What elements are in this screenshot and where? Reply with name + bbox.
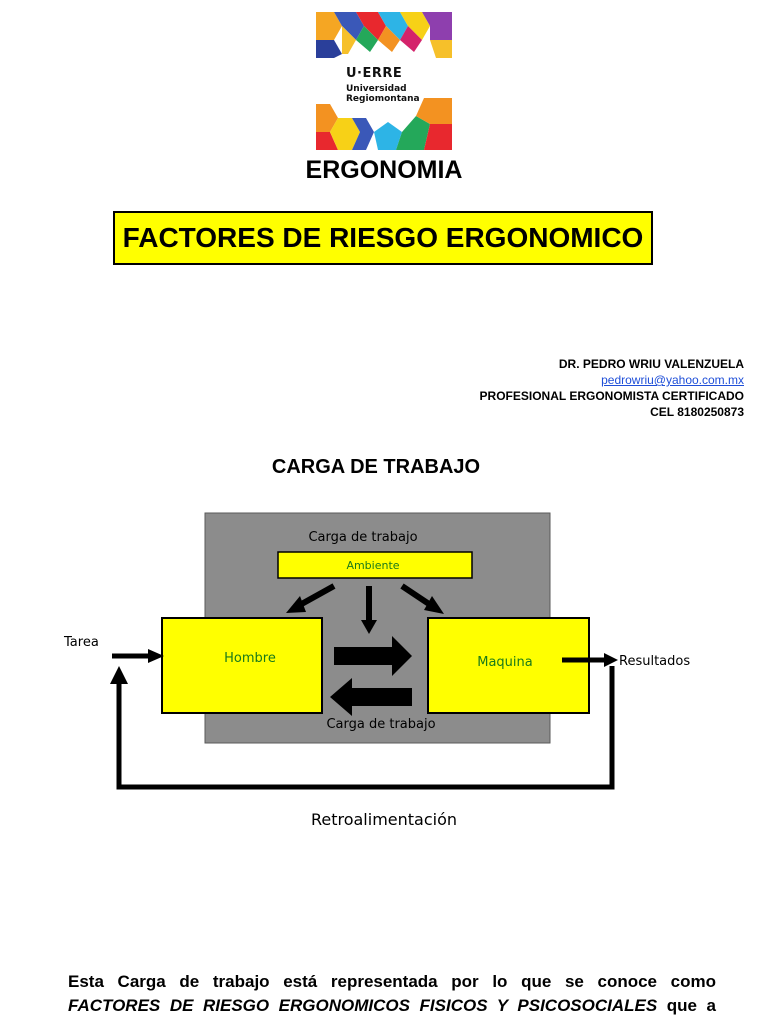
task-input-arrow-icon xyxy=(112,649,164,663)
machine-label: Maquina xyxy=(477,655,533,670)
paragraph-line-2-rest: que a xyxy=(657,996,717,1015)
arrow-down-icon xyxy=(361,586,377,634)
logo-text: U·ERRE Universidad Regiomontana xyxy=(346,66,420,104)
arrow-left-exchange-icon xyxy=(330,678,412,716)
arrow-right-exchange-icon xyxy=(334,636,412,676)
environment-box xyxy=(277,551,473,579)
feedback-caption: Retroalimentación xyxy=(310,810,458,829)
arrow-down-right-icon xyxy=(400,583,444,614)
university-logo: U·ERRE Universidad Regiomontana xyxy=(316,12,452,150)
top-workload-label: Carga de trabajo xyxy=(308,530,417,545)
author-email-link[interactable]: pedrowriu@yahoo.com.mx xyxy=(601,373,744,387)
logo-brand: U·ERRE xyxy=(346,66,403,81)
logo-line-2: Regiomontana xyxy=(346,94,420,104)
paragraph-line-1: Esta Carga de trabajo está representada … xyxy=(68,972,716,991)
results-output-arrow-icon xyxy=(562,653,618,667)
title-banner: FACTORES DE RIESGO ERGONOMICO xyxy=(113,211,653,265)
author-phone: CEL 8180250873 xyxy=(650,405,744,419)
bottom-workload-label: Carga de trabajo xyxy=(326,717,435,732)
paragraph-emphasis: FACTORES DE RIESGO ERGONOMICOS FISICOS Y… xyxy=(68,996,658,1015)
hexagon-pattern-icon xyxy=(316,12,452,150)
author-block: DR. PEDRO WRIU VALENZUELA pedrowriu@yaho… xyxy=(480,356,744,420)
man-label: Hombre xyxy=(224,651,276,666)
body-paragraph: Esta Carga de trabajo está representada … xyxy=(68,970,716,1018)
document-title: ERGONOMIA xyxy=(305,156,463,184)
section-title: CARGA DE TRABAJO xyxy=(271,456,481,478)
man-box xyxy=(161,617,323,714)
workload-diagram-svg: Carga de trabajo Ambiente Hombre Maquina xyxy=(63,512,690,790)
environment-label: Ambiente xyxy=(346,559,399,572)
author-role: PROFESIONAL ERGONOMISTA CERTIFICADO xyxy=(479,389,744,403)
workload-diagram: Carga de trabajo Ambiente Hombre Maquina xyxy=(0,500,768,840)
arrow-down-left-icon xyxy=(286,583,336,613)
author-name: DR. PEDRO WRIU VALENZUELA xyxy=(558,357,744,371)
results-label: Resultados xyxy=(619,654,690,669)
paragraph-line-2: FACTORES DE RIESGO ERGONOMICOS FISICOS Y… xyxy=(68,994,716,1018)
task-label: Tarea xyxy=(63,635,99,650)
machine-box xyxy=(427,617,590,714)
logo-line-1: Universidad xyxy=(346,84,407,94)
feedback-loop-arrow-icon xyxy=(110,666,615,790)
